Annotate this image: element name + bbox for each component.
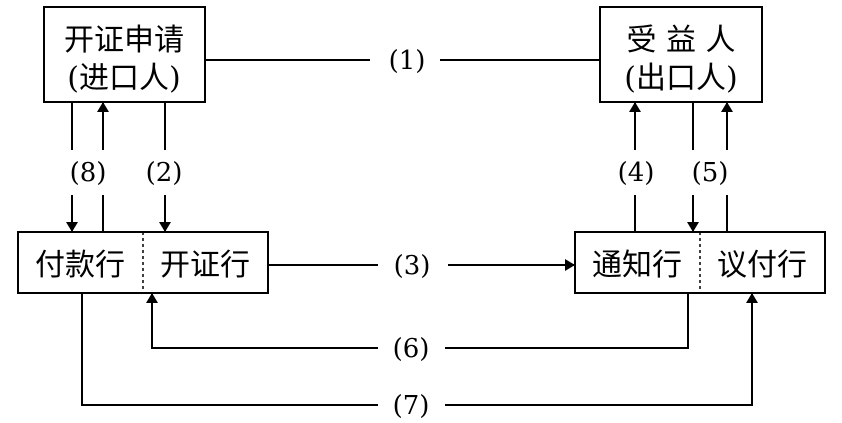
negotiating-bank-label: 议付行 (717, 248, 807, 283)
beneficiary-subtitle: (出口人) (624, 61, 737, 96)
step8-label: (8) (70, 158, 107, 188)
applicant-title: 开证申请 (64, 23, 184, 58)
step7-label: (7) (393, 391, 430, 421)
step2-label: (2) (146, 158, 183, 188)
step6-label: (6) (393, 334, 430, 364)
applicant-box (43, 6, 206, 103)
step6-arrow (146, 293, 378, 349)
step7-arrow (445, 293, 758, 406)
beneficiary-title: 受 益 人 (626, 23, 735, 58)
step5-label: (5) (692, 158, 729, 188)
step7-line-left (81, 293, 378, 406)
advising-bank-label: 通知行 (592, 248, 682, 283)
step6-line-right (445, 293, 689, 349)
beneficiary-box (599, 6, 763, 103)
step4-label: (4) (618, 158, 655, 188)
applicant-subtitle: (进口人) (67, 61, 180, 96)
step3-label: (3) (394, 251, 431, 281)
paying-bank-label: 付款行 (35, 248, 125, 283)
step1-label: (1) (389, 46, 426, 76)
issuing-bank-label: 开证行 (160, 248, 250, 283)
